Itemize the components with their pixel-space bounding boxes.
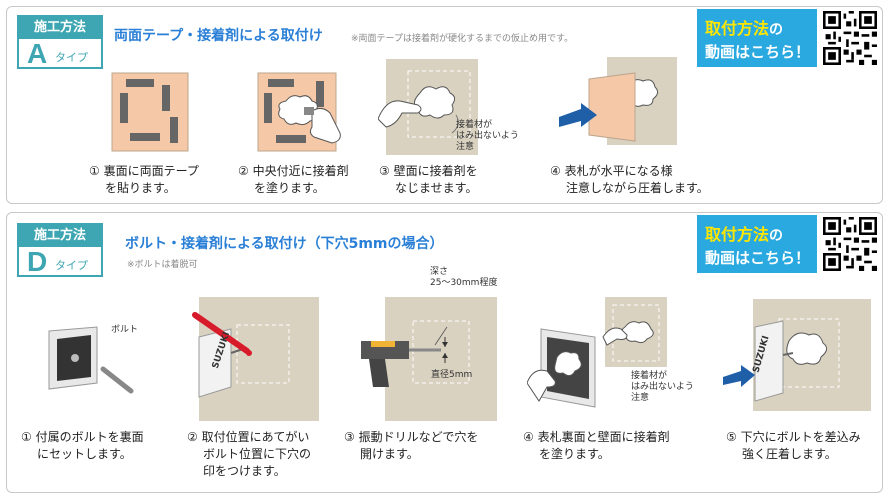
bolt-label: ボルト <box>111 325 139 335</box>
step-d-3: ③ 振動ドリルなどで穴を 開けます。 <box>344 430 479 461</box>
press-nameplate-illustration <box>559 57 677 145</box>
bolt-backside-illustration <box>48 326 134 394</box>
insert-bolt-illustration <box>723 299 871 411</box>
adhesive-caution-d: 接着材が はみ出ないよう 注意 <box>631 371 694 403</box>
video-link-line2: 動画はこちら！ <box>705 43 811 61</box>
badge-letter: D <box>27 246 48 277</box>
video-link-a[interactable]: 取付方法の 動画はこちら！ <box>697 9 817 67</box>
qr-code-d[interactable] <box>823 217 877 271</box>
step-a-3: ③ 壁面に接着剤を なじませます。 <box>379 164 478 195</box>
tape-back-illustration <box>111 72 189 152</box>
method-a-panel: 施工方法 A タイプ 両面テープ・接着剤による取付け ※両面テープは接着剤が硬化… <box>6 6 883 204</box>
badge-type: タイプ <box>55 51 88 64</box>
method-a-title: 両面テープ・接着剤による取付け <box>114 28 323 44</box>
badge-letter: A <box>27 38 48 69</box>
badge-label: 施工方法 <box>19 225 101 247</box>
wall-adhesive-illustration <box>378 59 478 155</box>
method-d-note: ※ボルトは着脱可 <box>127 260 198 270</box>
step-d-5: ⑤ 下穴にボルトを差込み 強く圧着します。 <box>726 430 861 461</box>
depth-label: 深さ 25～30mm程度 <box>430 267 498 288</box>
method-a-badge: 施工方法 A タイプ <box>17 15 103 69</box>
step-d-1: ① 付属のボルトを裏面 にセットします。 <box>21 430 144 461</box>
adhesive-center-illustration <box>257 72 341 152</box>
video-link-line2: 動画はこちら！ <box>705 249 811 267</box>
method-d-panel: 施工方法 D タイプ ボルト・接着剤による取付け（下穴5mmの場合） ※ボルトは… <box>6 212 883 493</box>
step-a-1: ① 裏面に両面テープ を貼ります。 <box>89 164 199 195</box>
method-d-badge: 施工方法 D タイプ <box>17 223 103 277</box>
badge-type: タイプ <box>55 259 88 272</box>
drill-illustration <box>361 297 497 421</box>
step-a-4: ④ 表札が水平になる様 注意しながら圧着します。 <box>550 164 709 195</box>
step-d-2: ② 取付位置にあてがい ボルト位置に下穴の 印をつけます。 <box>187 430 312 478</box>
video-link-d[interactable]: 取付方法の 動画はこちら！ <box>697 215 817 273</box>
step-a-2: ② 中央付近に接着剤 を塗ります。 <box>238 164 349 195</box>
adhesive-both-illustration <box>527 297 667 408</box>
step-d-4: ④ 表札裏面と壁面に接着剤 を塗ります。 <box>523 430 670 461</box>
badge-label: 施工方法 <box>19 17 101 39</box>
video-link-line1: 取付方法 <box>705 225 770 244</box>
video-link-line1-suffix: の <box>769 228 784 244</box>
video-link-line1: 取付方法 <box>705 19 770 38</box>
method-d-title: ボルト・接着剤による取付け（下穴5mmの場合） <box>125 236 444 252</box>
adhesive-caution-a: 接着材が はみ出ないよう 注意 <box>456 120 519 152</box>
diameter-label: 直径5mm <box>431 370 473 380</box>
mark-hole-illustration <box>192 297 319 421</box>
method-a-note: ※両面テープは接着剤が硬化するまでの仮止め用です。 <box>351 34 574 44</box>
qr-code-a[interactable] <box>823 11 877 65</box>
video-link-line1-suffix: の <box>769 22 784 38</box>
